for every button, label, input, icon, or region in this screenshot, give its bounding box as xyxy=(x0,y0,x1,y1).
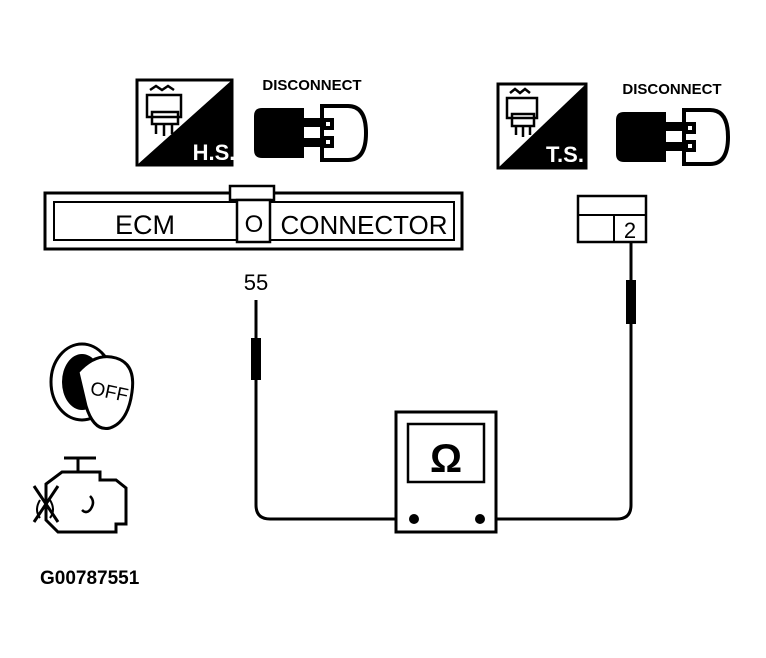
engine-stopped-icon xyxy=(32,456,128,534)
sensor-pin-number: 2 xyxy=(624,218,636,243)
meter-terminal-left xyxy=(409,514,419,524)
ecm-center-pin: O xyxy=(245,211,264,238)
harness-side-badge: H.S. xyxy=(135,78,236,167)
test-lead-right xyxy=(482,242,636,521)
test-lead-left xyxy=(251,300,412,521)
disconnect-label-right: DISCONNECT xyxy=(622,81,721,98)
ignition-key-off-icon: OFF xyxy=(49,342,135,431)
terminal-side-badge: T.S. xyxy=(496,82,588,170)
connector-label: CONNECTOR xyxy=(280,210,447,240)
ecm-pin-number: 55 xyxy=(244,270,268,295)
ecm-label: ECM xyxy=(115,210,175,240)
ohm-symbol: Ω xyxy=(430,437,462,481)
meter-terminal-right xyxy=(475,514,485,524)
ohmmeter: Ω xyxy=(394,410,498,534)
terminal-side-label: T.S. xyxy=(546,142,584,167)
sensor-connector: 2 xyxy=(576,194,648,244)
figure-code: G00787551 xyxy=(40,568,140,589)
terminal-connector-icon xyxy=(505,87,539,137)
disconnect-plug-icon-left xyxy=(254,104,369,162)
disconnect-plug-icon-right xyxy=(616,108,731,166)
harness-connector-icon xyxy=(145,84,183,136)
ecm-connector: ECM O CONNECTOR xyxy=(43,184,464,251)
disconnect-label-left: DISCONNECT xyxy=(262,77,361,94)
harness-side-label: H.S. xyxy=(193,140,236,165)
